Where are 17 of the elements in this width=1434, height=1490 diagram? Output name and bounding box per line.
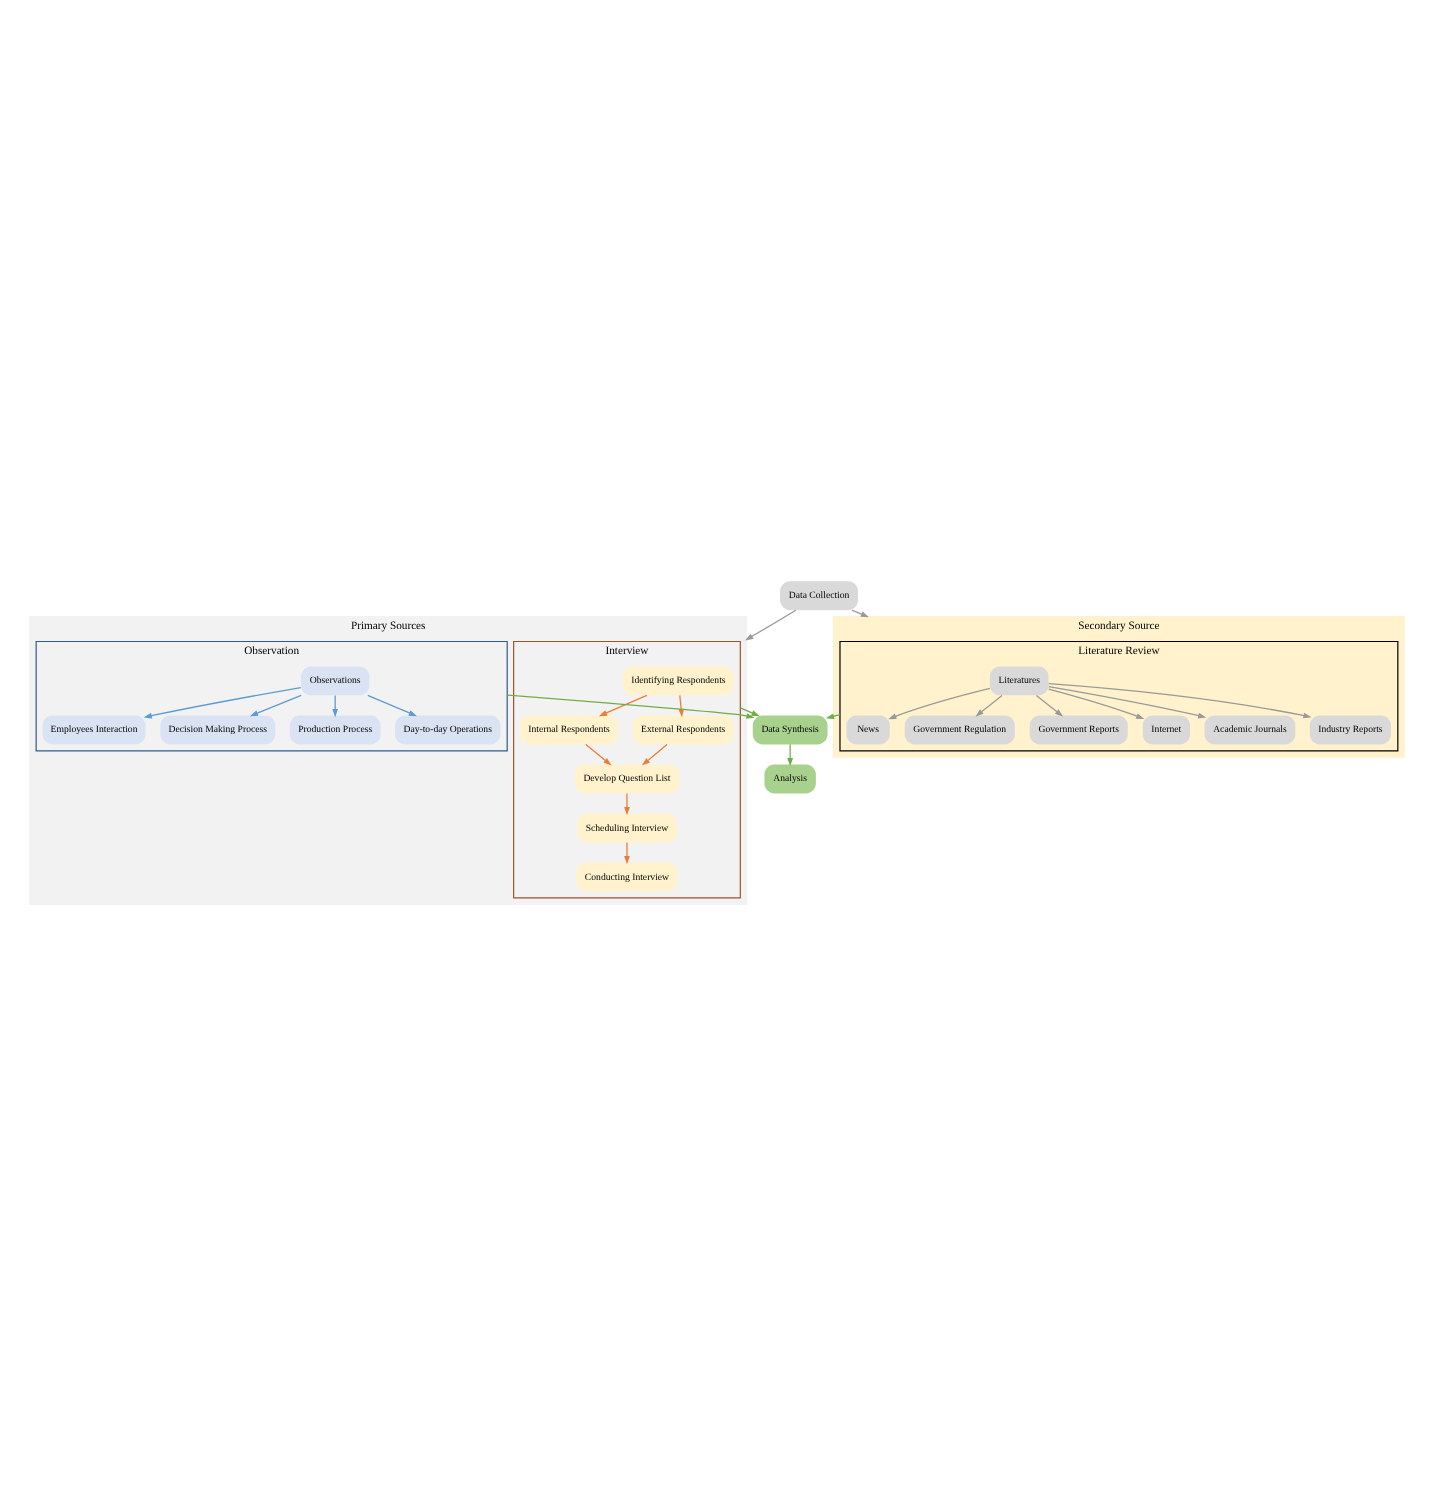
arrow: [143, 685, 302, 718]
arrow: [787, 742, 794, 766]
arrow: [745, 608, 797, 640]
arrow: [1048, 681, 1312, 718]
arrow: [888, 686, 991, 719]
arrow: [367, 693, 418, 716]
arrow: [624, 840, 630, 864]
arrow: [975, 693, 1003, 716]
arrow: [1047, 687, 1145, 719]
arrow: [1048, 685, 1207, 718]
arrow: [641, 742, 668, 765]
arrow: [585, 742, 612, 765]
arrow: [624, 791, 630, 815]
arrow: [739, 706, 760, 716]
arrow: [598, 693, 648, 716]
arrow: [1035, 693, 1064, 716]
arrow: [249, 693, 302, 716]
